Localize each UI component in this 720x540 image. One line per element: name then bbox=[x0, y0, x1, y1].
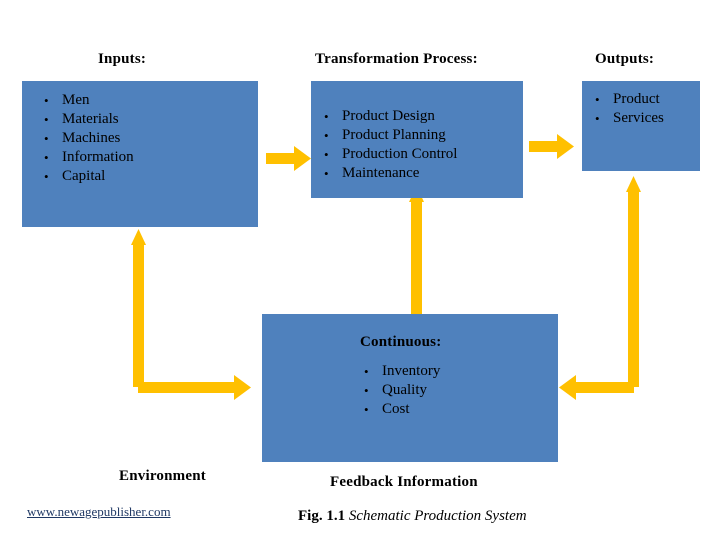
list-item: Materials bbox=[36, 110, 246, 129]
publisher-link[interactable]: www.newagepublisher.com bbox=[27, 504, 171, 519]
list-item: Maintenance bbox=[316, 164, 521, 183]
list-item: Men bbox=[36, 91, 246, 110]
list-item: Inventory bbox=[356, 362, 536, 381]
list-item: Quality bbox=[356, 381, 536, 400]
continuous-list: Inventory Quality Cost bbox=[356, 362, 536, 419]
environment-label: Environment bbox=[119, 468, 206, 484]
figure-title: Schematic Production System bbox=[348, 508, 527, 524]
list-item: Production Control bbox=[316, 145, 521, 164]
feedback-label: Feedback Information bbox=[330, 474, 478, 490]
inputs-list: Men Materials Machines Information Capit… bbox=[36, 91, 246, 186]
arrow-outputs-feedback bbox=[559, 176, 641, 400]
figure-number: Fig. 1.1 bbox=[298, 508, 346, 524]
list-item: Machines bbox=[36, 129, 246, 148]
list-item: Services bbox=[587, 109, 697, 128]
arrow-continuous-to-transformation bbox=[409, 186, 424, 315]
list-item: Cost bbox=[356, 400, 536, 419]
list-item: Product bbox=[587, 90, 697, 109]
list-item: Capital bbox=[36, 167, 246, 186]
arrow-inputs-to-transformation bbox=[266, 146, 311, 171]
list-item: Product Design bbox=[316, 107, 521, 126]
outputs-title: Outputs: bbox=[595, 51, 655, 67]
inputs-title: Inputs: bbox=[98, 51, 147, 67]
continuous-title: Continuous: bbox=[360, 334, 442, 350]
transformation-title: Transformation Process: bbox=[315, 51, 478, 67]
transformation-list: Product Design Product Planning Producti… bbox=[316, 107, 521, 183]
list-item: Product Planning bbox=[316, 126, 521, 145]
arrow-transformation-to-outputs bbox=[529, 134, 574, 159]
arrow-environment-loop bbox=[131, 229, 251, 400]
list-item: Information bbox=[36, 148, 246, 167]
figure-caption: Fig. 1.1 Schematic Production System bbox=[298, 508, 527, 525]
outputs-list: Product Services bbox=[587, 90, 697, 128]
